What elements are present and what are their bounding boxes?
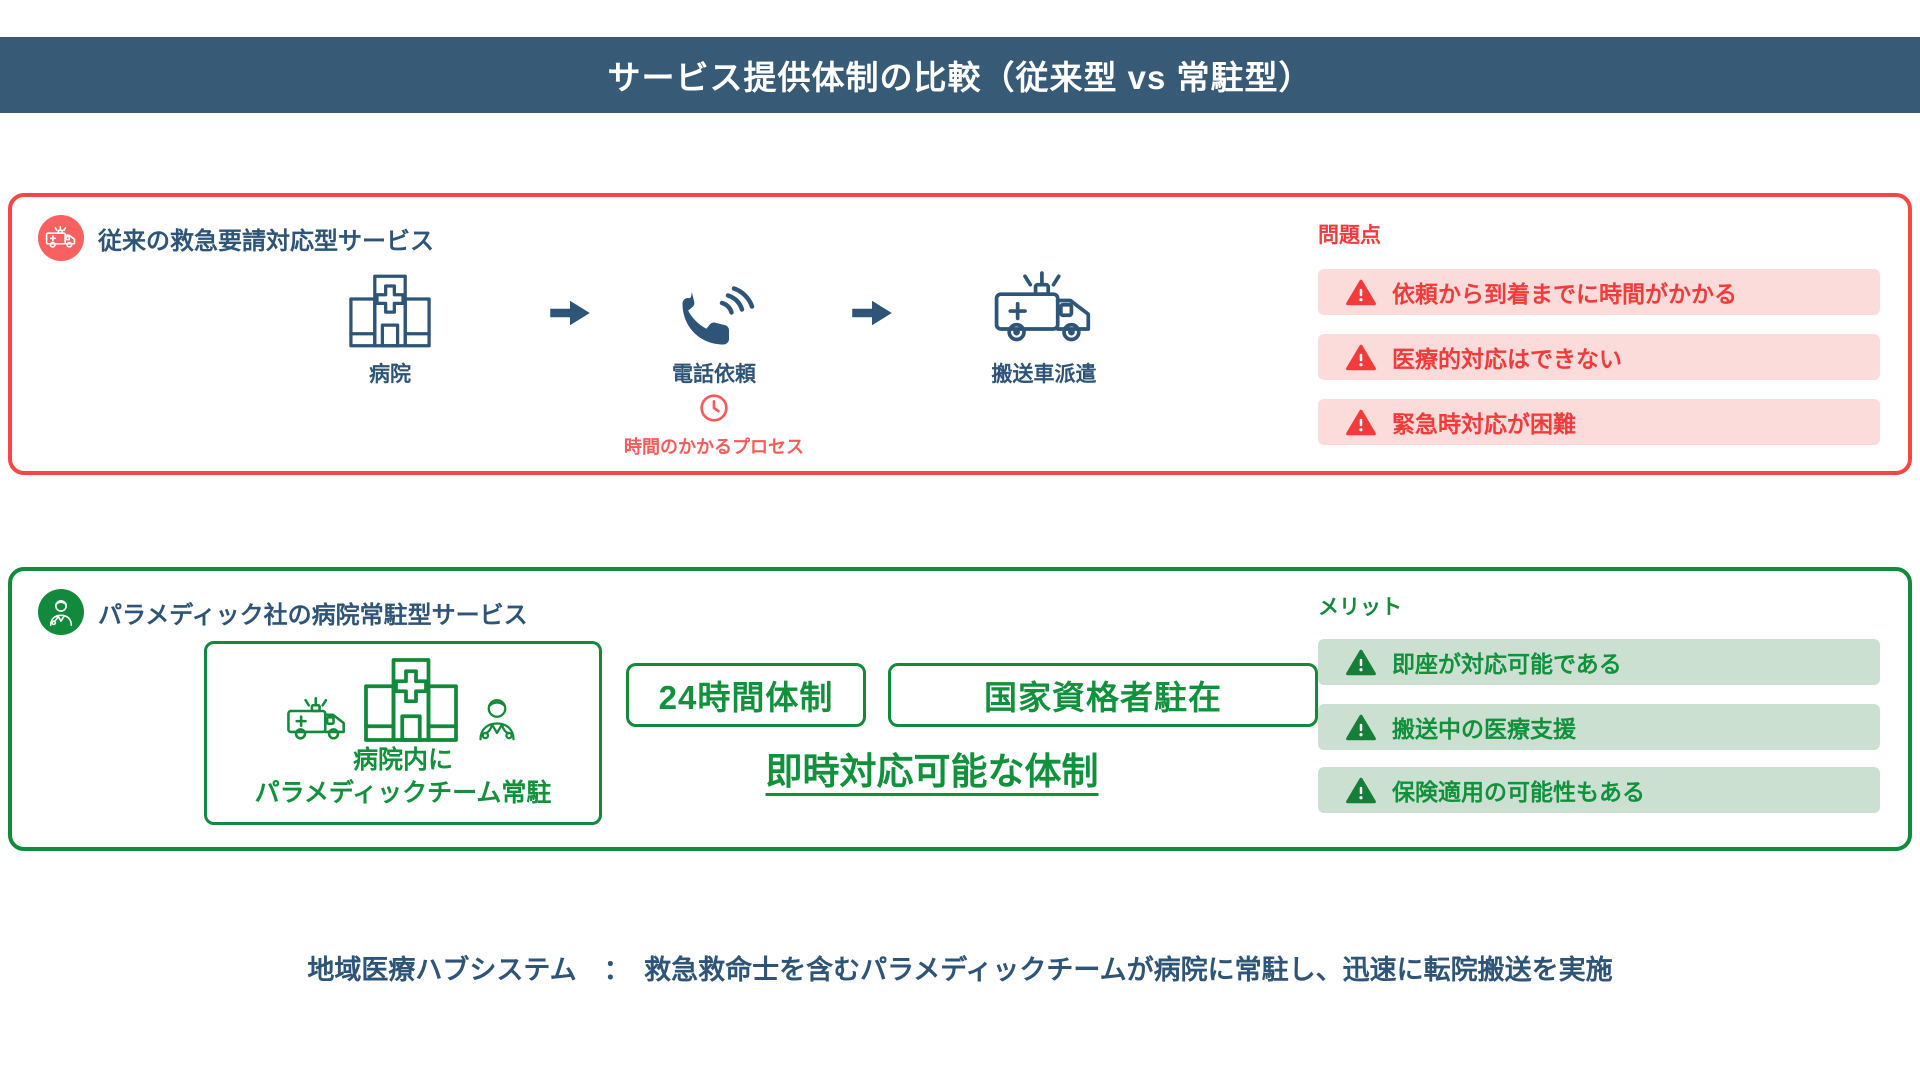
merit-text: 搬送中の医療支援	[1392, 716, 1576, 742]
badge-24h: 24時間体制	[626, 663, 866, 727]
arrow-right-icon	[850, 297, 894, 329]
problems-title: 問題点	[1318, 224, 1381, 247]
resident-section-title: パラメディック社の病院常駐型サービス	[98, 601, 528, 629]
doctor-icon	[473, 694, 521, 744]
problem-item: 依頼から到着までに時間がかかる	[1318, 269, 1880, 315]
ambulance-icon	[991, 271, 1097, 349]
warning-icon	[1346, 279, 1376, 306]
warning-icon	[1346, 777, 1376, 804]
problem-text: 医療的対応はできない	[1392, 346, 1622, 372]
problem-text: 依頼から到着までに時間がかかる	[1392, 281, 1737, 307]
paramedic-team-box: 病院内に パラメディックチーム常駐	[204, 641, 602, 825]
flow-step-phone: 電話依頼	[672, 271, 756, 388]
highlight-text: 即時対応可能な体制	[765, 751, 1099, 792]
hospital-icon	[361, 656, 461, 744]
flow-step-label: 病院	[369, 363, 411, 386]
warning-icon	[1346, 409, 1376, 436]
ambulance-icon	[38, 215, 84, 261]
team-box-line2: パラメディックチーム常駐	[254, 779, 552, 807]
hospital-icon	[344, 271, 436, 349]
merits-title: メリット	[1318, 596, 1402, 619]
warning-icon	[1346, 649, 1376, 676]
flow-step-label: 電話依頼	[672, 363, 756, 386]
merit-item: 搬送中の医療支援	[1318, 704, 1880, 750]
team-icons	[207, 644, 599, 744]
warning-icon	[1346, 714, 1376, 741]
merit-item: 即座が対応可能である	[1318, 639, 1880, 685]
title-bar: サービス提供体制の比較（従来型 vs 常駐型）	[0, 37, 1920, 113]
problem-item: 緊急時対応が困難	[1318, 399, 1880, 445]
flow-step-label: 搬送車派遣	[991, 363, 1097, 386]
traditional-section-title: 従来の救急要請対応型サービス	[98, 227, 434, 255]
footer-note: 地域医療ハブシステム ： 救急救命士を含むパラメディックチームが病院に常駐し、迅…	[307, 955, 1613, 985]
merit-text: 保険適用の可能性もある	[1392, 779, 1645, 805]
team-box-line1: 病院内に	[352, 746, 453, 774]
phone-icon	[672, 271, 756, 349]
flow-step-hospital: 病院	[344, 271, 436, 388]
arrow-right-icon	[548, 297, 592, 329]
traditional-service-panel: 従来の救急要請対応型サービス 病院	[8, 193, 1912, 475]
resident-section-header: パラメディック社の病院常駐型サービス	[38, 589, 528, 635]
slow-process-note: 時間のかかるプロセス	[624, 393, 804, 459]
slow-process-label: 時間のかかるプロセス	[624, 437, 804, 457]
merit-item: 保険適用の可能性もある	[1318, 767, 1880, 813]
problem-item: 医療的対応はできない	[1318, 334, 1880, 380]
problem-text: 緊急時対応が困難	[1392, 411, 1576, 437]
ambulance-icon	[285, 697, 349, 744]
doctor-icon	[38, 589, 84, 635]
clock-icon	[699, 393, 729, 423]
resident-service-panel: パラメディック社の病院常駐型サービス	[8, 567, 1912, 851]
badge-national-license: 国家資格者駐在	[888, 663, 1318, 727]
flow-step-ambulance: 搬送車派遣	[991, 271, 1097, 388]
page-title: サービス提供体制の比較（従来型 vs 常駐型）	[607, 59, 1313, 96]
traditional-section-header: 従来の救急要請対応型サービス	[38, 215, 434, 261]
merit-text: 即座が対応可能である	[1392, 651, 1622, 677]
warning-icon	[1346, 344, 1376, 371]
